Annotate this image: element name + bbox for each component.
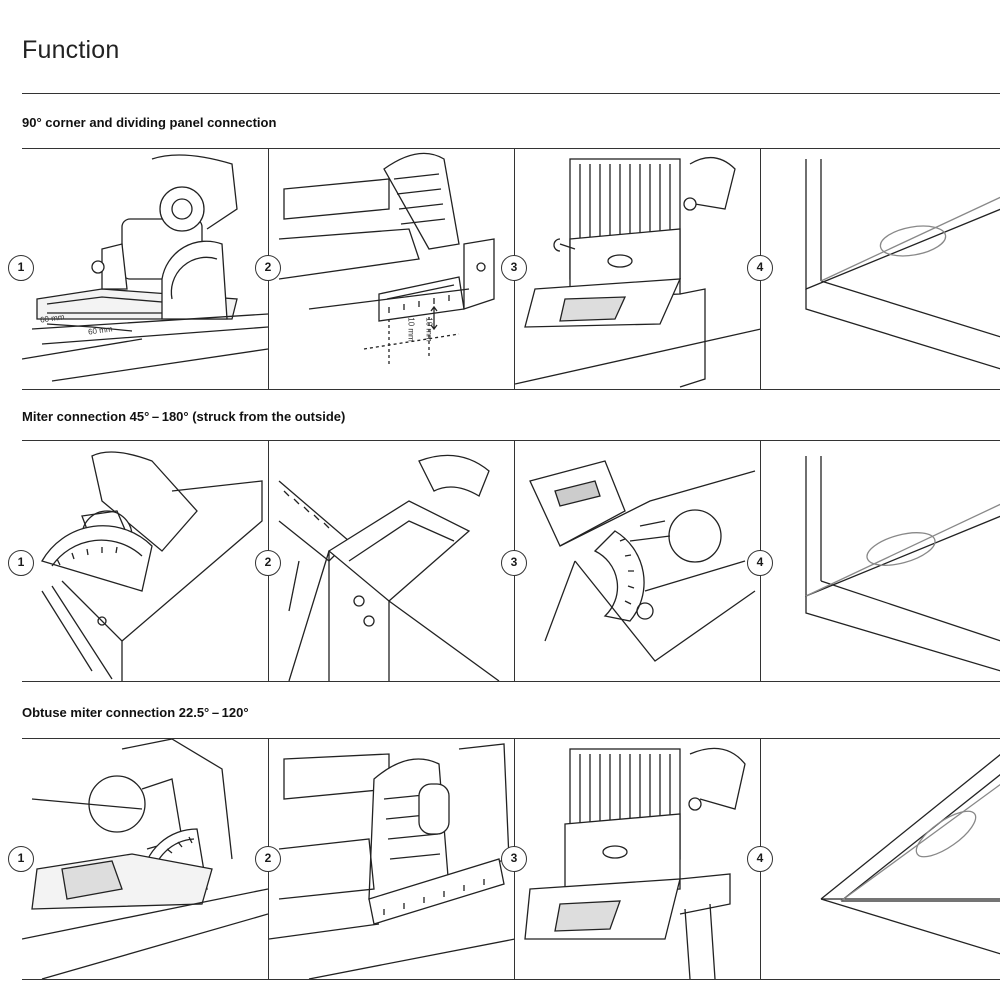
illustration-panel-1: 60 mm 60 mm (22, 149, 268, 389)
section-heading-miter-connection: Miter connection 45° – 180° (struck from… (22, 409, 346, 424)
obtuse-plate-illustration (524, 747, 746, 979)
illustration-panel-3 (514, 149, 761, 389)
fence-scale-illustration (278, 152, 495, 364)
title-divider (22, 93, 1000, 94)
illustration-strip-miter-connection: 1 2 3 4 (8, 440, 1000, 682)
step-marker-4: 4 (747, 846, 773, 872)
illustration-panel-4 (760, 441, 1000, 681)
miter-fence-illustration (278, 454, 500, 681)
section-heading-obtuse-miter: Obtuse miter connection 22.5° – 120° (22, 705, 249, 720)
illustration-panel-3 (514, 739, 761, 979)
step-marker-4: 4 (747, 255, 773, 281)
step-marker-3: 3 (501, 255, 527, 281)
illustration-panel-4 (760, 149, 1000, 389)
angle-scale-illustration (529, 460, 756, 662)
corner-joint-result-illustration (805, 159, 1000, 370)
tilted-jointer-illustration (41, 451, 263, 681)
page-title: Function (22, 36, 120, 64)
section-heading-corner-connection: 90° corner and dividing panel connection (22, 115, 277, 130)
step-marker-4: 4 (747, 550, 773, 576)
illustration-strip-obtuse-miter: 1 2 3 4 (8, 738, 1000, 980)
illustration-panel-2 (268, 441, 515, 681)
obtuse-fence-illustration (269, 743, 515, 979)
step-marker-3: 3 (501, 550, 527, 576)
step-marker-1: 1 (8, 255, 34, 281)
miter-joint-result-illustration (805, 456, 1000, 672)
step-marker-2: 2 (255, 846, 281, 872)
step-marker-2: 2 (255, 550, 281, 576)
obtuse-jointer-illustration (22, 739, 268, 979)
biscuit-jointer-illustration (22, 154, 268, 382)
illustration-panel-3 (514, 441, 761, 681)
illustration-panel-2 (268, 739, 515, 979)
illustration-panel-4 (760, 739, 1000, 979)
obtuse-joint-result-illustration (820, 753, 1000, 955)
illustration-panel-1 (22, 441, 268, 681)
step-marker-1: 1 (8, 846, 34, 872)
illustration-panel-1 (22, 739, 268, 979)
illustration-panel-2: 10 mm 10 mm (268, 149, 515, 389)
step-marker-2: 2 (255, 255, 281, 281)
step-marker-1: 1 (8, 550, 34, 576)
dimension-label-vertical-2: 10 mm (424, 317, 434, 342)
illustration-strip-corner-connection: 60 mm 60 mm 10 mm 10 mm (8, 148, 1000, 390)
adjustment-plate-illustration (515, 157, 761, 388)
dimension-label-vertical: 10 mm (406, 317, 416, 342)
step-marker-3: 3 (501, 846, 527, 872)
